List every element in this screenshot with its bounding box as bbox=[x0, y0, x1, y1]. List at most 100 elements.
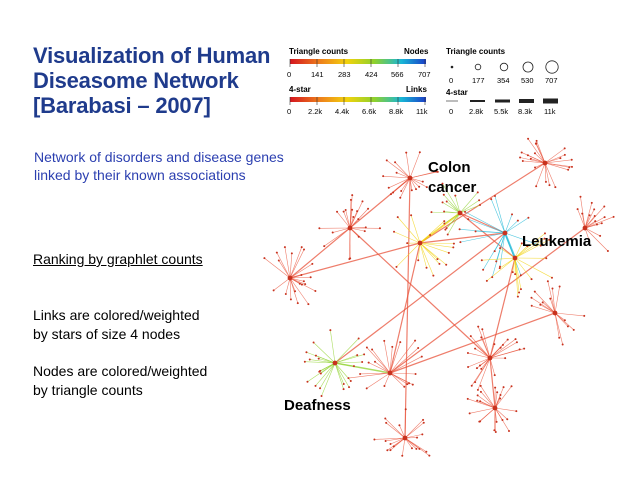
network-node bbox=[320, 395, 323, 398]
network-node bbox=[478, 199, 481, 202]
network-edge bbox=[289, 277, 306, 285]
network-node bbox=[499, 265, 502, 268]
network-edge bbox=[392, 177, 411, 193]
network-edge bbox=[348, 372, 391, 379]
network-edge bbox=[404, 434, 423, 439]
network-node bbox=[482, 268, 485, 271]
network-edge bbox=[360, 372, 391, 375]
network-edge bbox=[419, 242, 434, 276]
network-node bbox=[490, 198, 493, 201]
network-edge bbox=[409, 152, 421, 179]
network-edge bbox=[400, 177, 411, 192]
network-edge bbox=[482, 329, 491, 359]
network-node bbox=[311, 262, 314, 265]
network-edge bbox=[584, 227, 609, 252]
network-node bbox=[417, 240, 423, 246]
network-node bbox=[526, 154, 529, 157]
network-node bbox=[519, 288, 522, 291]
network-edge bbox=[349, 227, 366, 229]
network-node bbox=[533, 152, 536, 155]
network-node bbox=[357, 337, 360, 340]
network-node bbox=[511, 213, 514, 216]
network-node bbox=[481, 328, 484, 331]
network-node bbox=[300, 246, 303, 249]
network-node bbox=[294, 290, 297, 293]
network-edge bbox=[304, 361, 336, 364]
network-node bbox=[499, 393, 502, 396]
network-edge bbox=[489, 341, 518, 359]
network-node bbox=[499, 247, 502, 250]
network-node bbox=[474, 381, 477, 384]
network-node bbox=[534, 142, 537, 145]
network-edge bbox=[349, 208, 369, 229]
network-edge bbox=[554, 312, 569, 327]
network-edge bbox=[394, 162, 411, 179]
network-node bbox=[539, 303, 542, 306]
label-deafness: Deafness bbox=[284, 397, 351, 414]
network-edge bbox=[470, 335, 491, 359]
network-node bbox=[464, 210, 467, 213]
network-edge bbox=[491, 232, 506, 278]
network-node bbox=[469, 335, 472, 338]
network-node bbox=[527, 216, 530, 219]
network-edge bbox=[276, 252, 291, 279]
network-edge bbox=[535, 162, 546, 187]
network-node bbox=[389, 449, 392, 452]
title-line-1: Visualization of Human bbox=[33, 43, 271, 68]
network-node bbox=[530, 278, 533, 281]
network-node bbox=[425, 450, 428, 453]
network-edge bbox=[514, 257, 553, 278]
network-node bbox=[441, 182, 444, 185]
network-node bbox=[385, 159, 388, 162]
network-edge bbox=[584, 215, 595, 229]
network-node bbox=[600, 222, 603, 225]
network-node bbox=[550, 276, 553, 279]
network-edge bbox=[289, 276, 311, 279]
network-node bbox=[558, 336, 561, 339]
network-edge bbox=[489, 257, 516, 359]
network-edge bbox=[459, 200, 480, 214]
network-node bbox=[399, 196, 402, 199]
network-edge bbox=[494, 392, 498, 409]
network-edge bbox=[499, 247, 516, 259]
network-edge bbox=[404, 409, 407, 439]
network-edge bbox=[389, 372, 416, 375]
network-edge bbox=[489, 347, 501, 359]
network-edge bbox=[584, 227, 601, 237]
network-node bbox=[502, 230, 508, 236]
network-node bbox=[581, 212, 584, 215]
network-node bbox=[399, 341, 402, 344]
network-edge bbox=[536, 140, 546, 164]
network-node bbox=[263, 257, 266, 260]
network-node bbox=[520, 242, 523, 245]
network-edge bbox=[489, 357, 496, 409]
network-edge bbox=[309, 359, 336, 364]
network-node bbox=[361, 361, 364, 364]
network-node bbox=[593, 214, 596, 217]
network-node bbox=[405, 151, 408, 154]
network-node bbox=[504, 357, 507, 360]
network-node bbox=[535, 139, 538, 142]
network-node bbox=[317, 357, 320, 360]
network-node bbox=[506, 338, 509, 341]
network-node bbox=[567, 168, 570, 171]
legend-width-tick-0: 0 bbox=[449, 107, 453, 116]
legend-size-marker-3 bbox=[522, 61, 534, 73]
label-colon-line-2: cancer bbox=[428, 179, 477, 196]
label-leukemia: Leukemia bbox=[522, 233, 592, 250]
network-node bbox=[493, 374, 496, 377]
network-node bbox=[308, 358, 311, 361]
network-node bbox=[290, 252, 293, 255]
network-edge bbox=[289, 253, 293, 279]
network-node bbox=[436, 258, 439, 261]
network-node bbox=[467, 218, 470, 221]
network-edge bbox=[419, 242, 427, 268]
network-node bbox=[566, 325, 569, 328]
network-node bbox=[570, 165, 573, 168]
network-node bbox=[576, 208, 579, 211]
network-edge bbox=[544, 162, 556, 188]
network-edge bbox=[264, 257, 291, 279]
network-edge bbox=[544, 162, 547, 182]
network-node bbox=[351, 208, 354, 211]
network-node bbox=[300, 283, 303, 286]
